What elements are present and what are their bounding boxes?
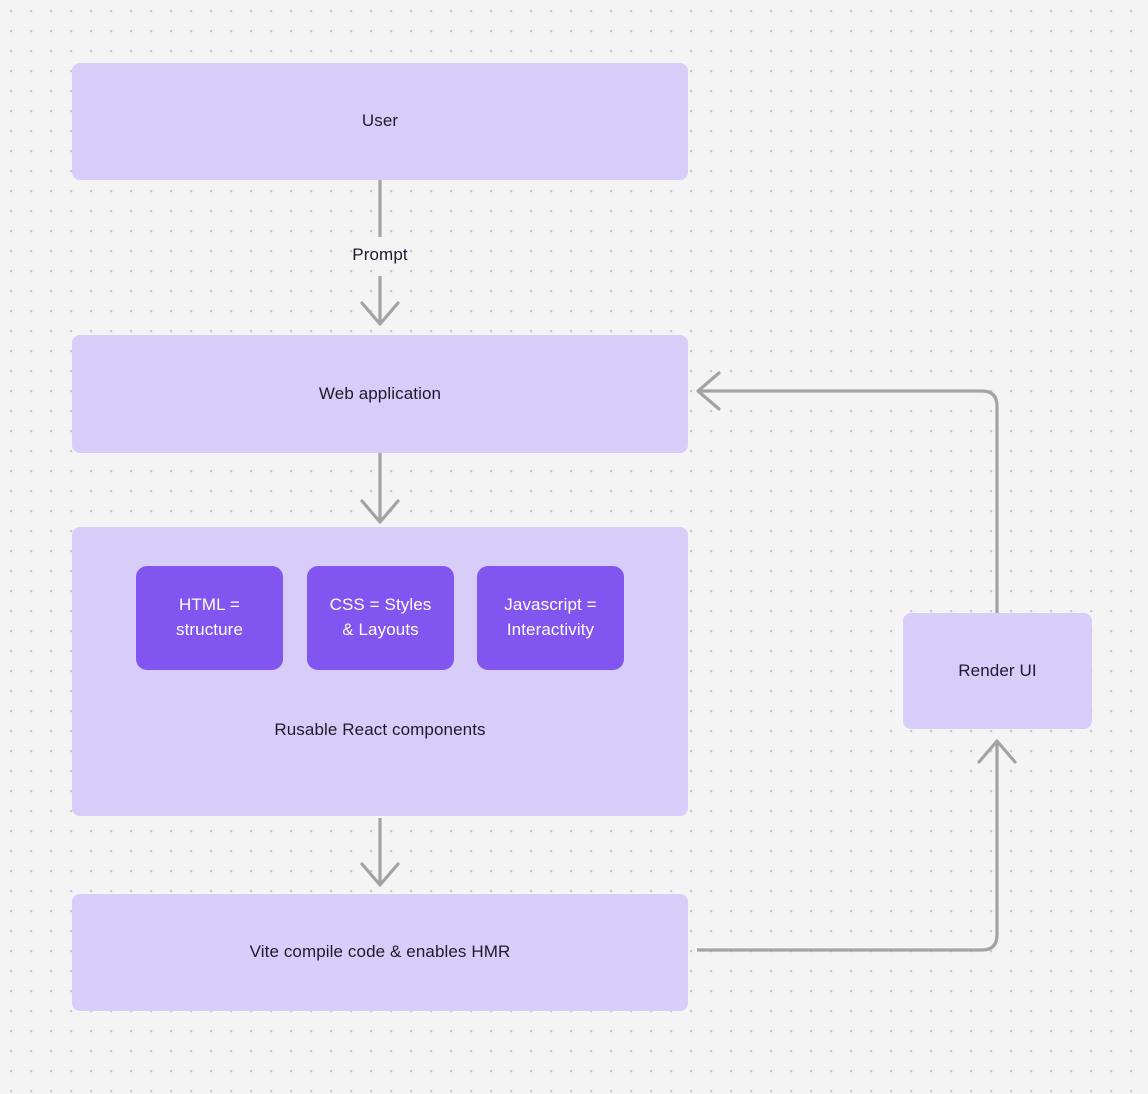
- node-html-label: HTML = structure: [176, 593, 243, 642]
- node-css-label: CSS = Styles & Layouts: [330, 593, 432, 642]
- node-components-group[interactable]: HTML = structure CSS = Styles & Layouts …: [72, 527, 688, 816]
- node-html[interactable]: HTML = structure: [136, 566, 283, 670]
- node-components-group-caption: Rusable React components: [274, 720, 486, 739]
- node-user[interactable]: User: [72, 63, 688, 180]
- node-html-label-line2: structure: [175, 620, 244, 639]
- node-css-label-line1: CSS = Styles: [329, 595, 432, 615]
- node-render-ui[interactable]: Render UI: [903, 613, 1092, 729]
- node-web-application-label: Web application: [318, 383, 442, 403]
- node-web-application[interactable]: Web application: [72, 335, 688, 453]
- node-css-label-line2: & Layouts: [342, 620, 419, 639]
- edge-vite-to-render: [697, 742, 999, 952]
- node-render-ui-label: Render UI: [958, 660, 1037, 680]
- arrowhead-web-left-icon: [696, 371, 721, 411]
- node-vite-label: Vite compile code & enables HMR: [249, 942, 511, 962]
- edge-render-to-web: [700, 389, 999, 613]
- arrowhead-prompt-down-icon: [360, 301, 400, 326]
- node-user-label: User: [361, 111, 399, 131]
- node-vite[interactable]: Vite compile code & enables HMR: [72, 894, 688, 1011]
- node-javascript-label-line2: Interactivity: [506, 620, 595, 639]
- arrowhead-components-down-icon: [360, 862, 400, 887]
- node-html-label-line1: HTML =: [179, 595, 240, 615]
- arrowhead-web-down-icon: [360, 499, 400, 524]
- node-javascript-label: Javascript = Interactivity: [504, 593, 596, 642]
- edge-label-prompt: Prompt: [352, 245, 408, 264]
- node-javascript-label-line1: Javascript =: [504, 595, 597, 615]
- node-css[interactable]: CSS = Styles & Layouts: [307, 566, 454, 670]
- node-javascript[interactable]: Javascript = Interactivity: [477, 566, 624, 670]
- arrowhead-render-up-icon: [977, 739, 1017, 764]
